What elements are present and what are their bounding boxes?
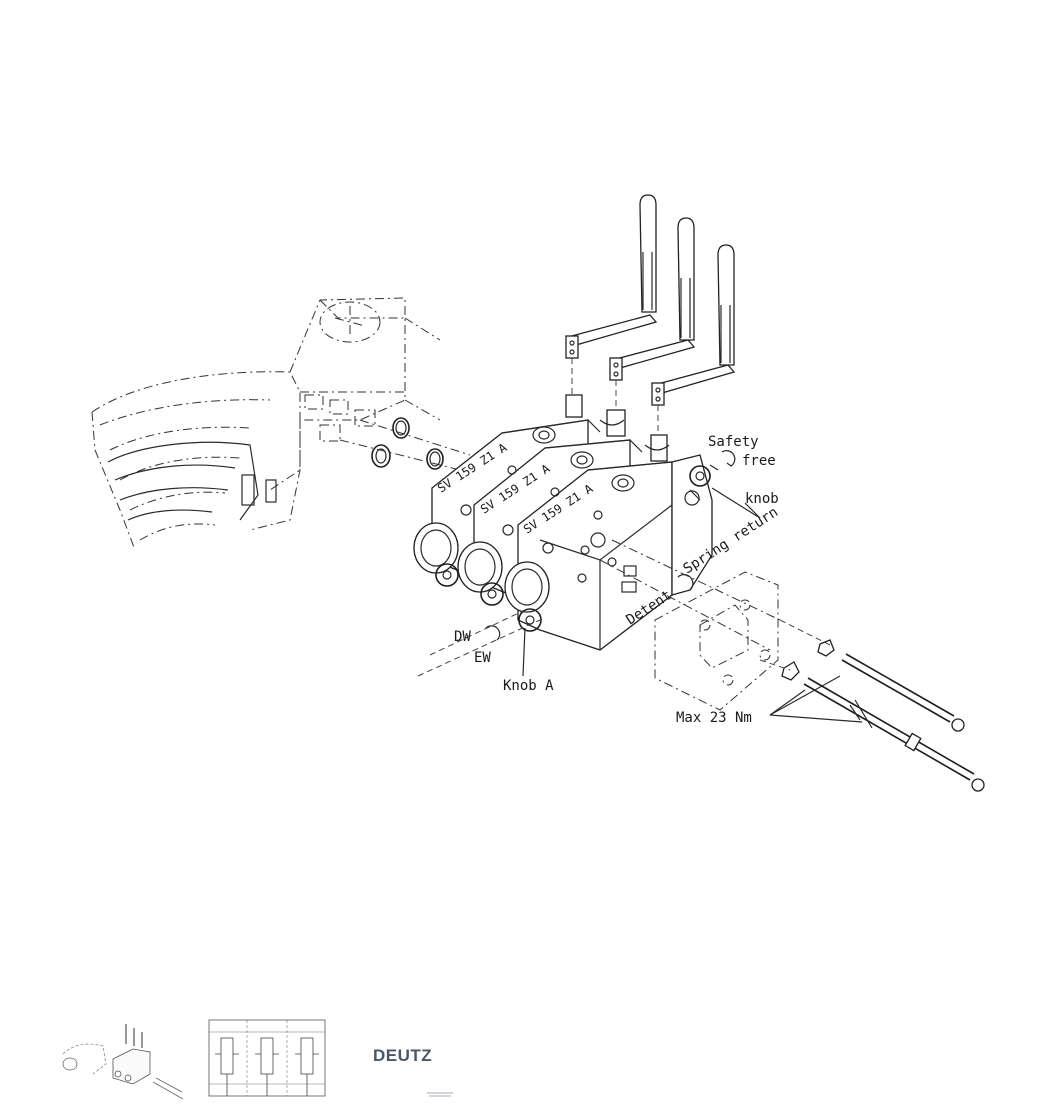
thumbnail-hydraulic-schematic[interactable] bbox=[205, 1014, 329, 1102]
rotation-symbols bbox=[485, 450, 736, 641]
label-ew: EW bbox=[474, 650, 491, 666]
control-levers bbox=[565, 194, 736, 462]
label-safety: Safety bbox=[708, 434, 759, 450]
valve-block bbox=[413, 419, 719, 651]
leader-lines bbox=[417, 487, 863, 723]
mounting-bolts bbox=[759, 619, 985, 792]
brand-mark-icon bbox=[427, 1092, 453, 1097]
mounting-plate bbox=[599, 539, 781, 711]
fender-bracket bbox=[91, 297, 441, 551]
thumbnail-assembly-view[interactable] bbox=[58, 1014, 184, 1100]
label-free: free bbox=[742, 453, 776, 469]
o-rings bbox=[339, 417, 471, 471]
brand-logo-text: DEUTZ bbox=[373, 1046, 433, 1065]
label-dw: DW bbox=[454, 629, 471, 645]
label-knob-a: Knob A bbox=[503, 678, 554, 694]
label-max-torque: Max 23 Nm bbox=[676, 710, 752, 726]
label-knob: knob bbox=[745, 491, 779, 507]
